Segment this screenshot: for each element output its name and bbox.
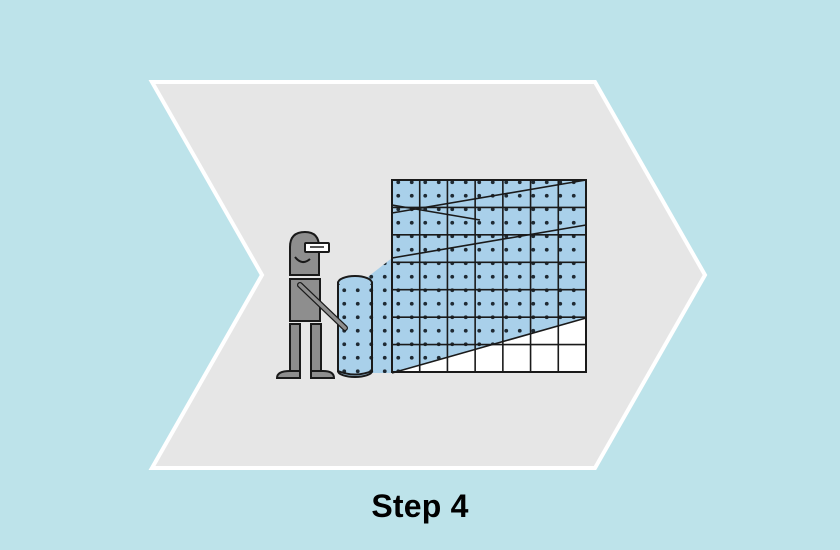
tiled-wall-grid-icon <box>360 179 587 374</box>
step-caption: Step 4 <box>371 488 469 524</box>
worker-with-visor-icon <box>275 230 348 379</box>
